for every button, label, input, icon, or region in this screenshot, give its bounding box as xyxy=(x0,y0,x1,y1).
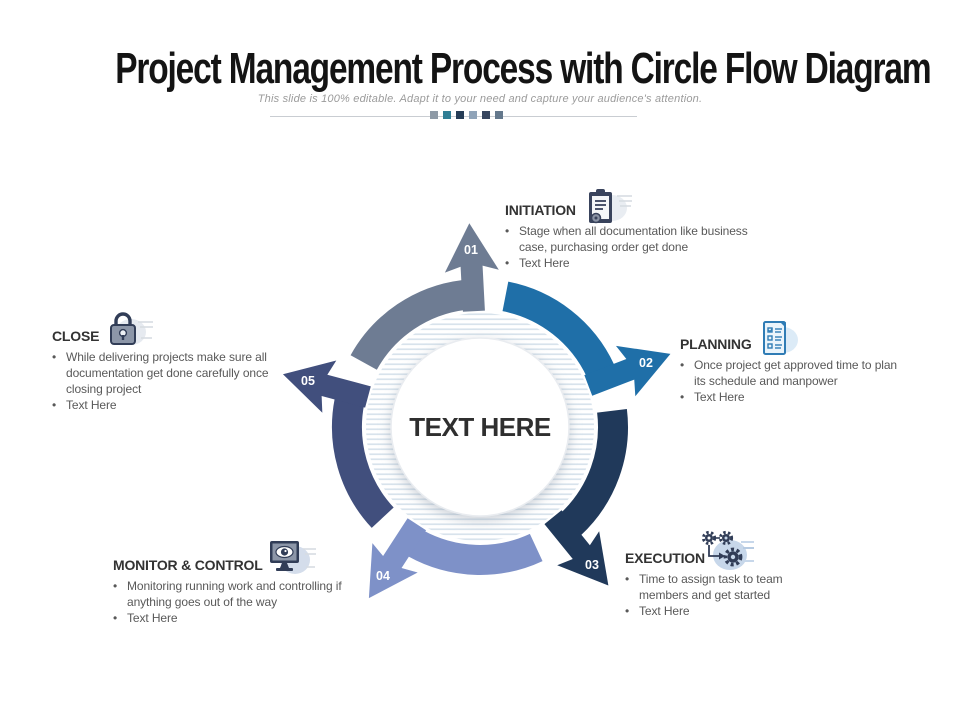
arrow-02 xyxy=(584,345,671,397)
divider-squares xyxy=(430,111,503,119)
step-title-planning: PLANNING xyxy=(680,336,752,352)
step-number-01: 01 xyxy=(464,243,478,257)
checklist-icon xyxy=(763,321,798,355)
bullet-text: Once project get approved time to plan i… xyxy=(694,358,897,388)
bullet-text: While delivering projects make sure all … xyxy=(66,350,269,396)
bullet-marker: • xyxy=(52,350,57,364)
step-bullets-planning: • Once project get approved time to plan … xyxy=(680,357,898,405)
bullet-item: • While delivering projects make sure all… xyxy=(52,349,277,397)
step-block-monitor-control: MONITOR & CONTROL • Monitoring running wo… xyxy=(113,537,353,626)
step-block-initiation: INITIATION • Stage when all documentation… xyxy=(505,186,775,271)
divider-square xyxy=(456,111,464,119)
page-title: Project Management Process with Circle F… xyxy=(115,44,931,93)
step-number-05: 05 xyxy=(301,374,315,388)
padlock-icon xyxy=(110,312,153,345)
arc-planning xyxy=(502,281,615,378)
arrow-04 xyxy=(368,518,427,599)
bullet-text: Monitoring running work and controlling … xyxy=(127,579,342,609)
bullet-item: • Text Here xyxy=(680,389,898,405)
bullet-item: • Text Here xyxy=(505,255,775,271)
arc-monitor xyxy=(408,530,543,575)
arc-execution xyxy=(560,408,628,536)
bullet-marker: • xyxy=(505,256,510,270)
bullet-text: Text Here xyxy=(694,390,745,404)
step-bullets-execution: • Time to assign task to team members and… xyxy=(625,571,825,619)
bullet-item: • Time to assign task to team members and… xyxy=(625,571,825,603)
bullet-text: Text Here xyxy=(127,611,178,625)
step-bullets-monitor-control: • Monitoring running work and controlling… xyxy=(113,578,353,626)
bullet-marker: • xyxy=(625,604,630,618)
step-number-03: 03 xyxy=(585,558,599,572)
divider-square xyxy=(443,111,451,119)
arrow-05 xyxy=(282,360,371,413)
arrow-03 xyxy=(544,510,609,586)
divider-square xyxy=(482,111,490,119)
step-bullets-initiation: • Stage when all documentation like busin… xyxy=(505,223,775,271)
divider-square xyxy=(495,111,503,119)
bullet-item: • Text Here xyxy=(625,603,825,619)
bullet-item: • Monitoring running work and controlling… xyxy=(113,578,353,610)
center-text-placeholder: TEXT HERE xyxy=(409,412,551,442)
step-block-execution: EXECUTION • Time to assign task to team m… xyxy=(625,528,825,619)
arc-initiation xyxy=(350,280,467,371)
divider-square xyxy=(469,111,477,119)
bullet-marker: • xyxy=(680,390,685,404)
monitor-eye-icon xyxy=(270,541,316,574)
center-circle xyxy=(390,337,570,517)
bullet-item: • Text Here xyxy=(113,610,353,626)
step-number-02: 02 xyxy=(639,356,653,370)
bullet-marker: • xyxy=(505,224,510,238)
arrow-01 xyxy=(444,223,499,312)
arc-close xyxy=(331,398,394,528)
step-block-planning: PLANNING • Once project get approved time… xyxy=(680,318,898,405)
bullet-text: Text Here xyxy=(639,604,690,618)
step-title-execution: EXECUTION xyxy=(625,550,705,566)
bullet-text: Text Here xyxy=(66,398,117,412)
step-title-monitor-control: MONITOR & CONTROL xyxy=(113,557,263,573)
gears-icon xyxy=(701,530,754,570)
bullet-marker: • xyxy=(52,398,57,412)
step-number-04: 04 xyxy=(376,569,390,583)
divider-line xyxy=(270,116,637,117)
bullet-marker: • xyxy=(113,611,118,625)
step-title-initiation: INITIATION xyxy=(505,202,576,218)
bullet-text: Time to assign task to team members and … xyxy=(639,572,783,602)
bullet-item: • Text Here xyxy=(52,397,277,413)
bullet-marker: • xyxy=(680,358,685,372)
subtitle: This slide is 100% editable. Adapt it to… xyxy=(257,93,703,105)
clipboard-icon xyxy=(589,189,632,224)
bullet-item: • Once project get approved time to plan … xyxy=(680,357,898,389)
bullet-marker: • xyxy=(625,572,630,586)
step-title-close: CLOSE xyxy=(52,328,100,344)
bullet-text: Text Here xyxy=(519,256,570,270)
bullet-text: Stage when all documentation like busine… xyxy=(519,224,748,254)
bullet-item: • Stage when all documentation like busin… xyxy=(505,223,775,255)
step-block-close: CLOSE • While delivering projects make su… xyxy=(52,310,277,413)
divider-square xyxy=(430,111,438,119)
step-bullets-close: • While delivering projects make sure all… xyxy=(52,349,277,413)
bullet-marker: • xyxy=(113,579,118,593)
circle-flow-diagram: 01 02 03 04 05 TEXT HERE xyxy=(282,223,671,599)
